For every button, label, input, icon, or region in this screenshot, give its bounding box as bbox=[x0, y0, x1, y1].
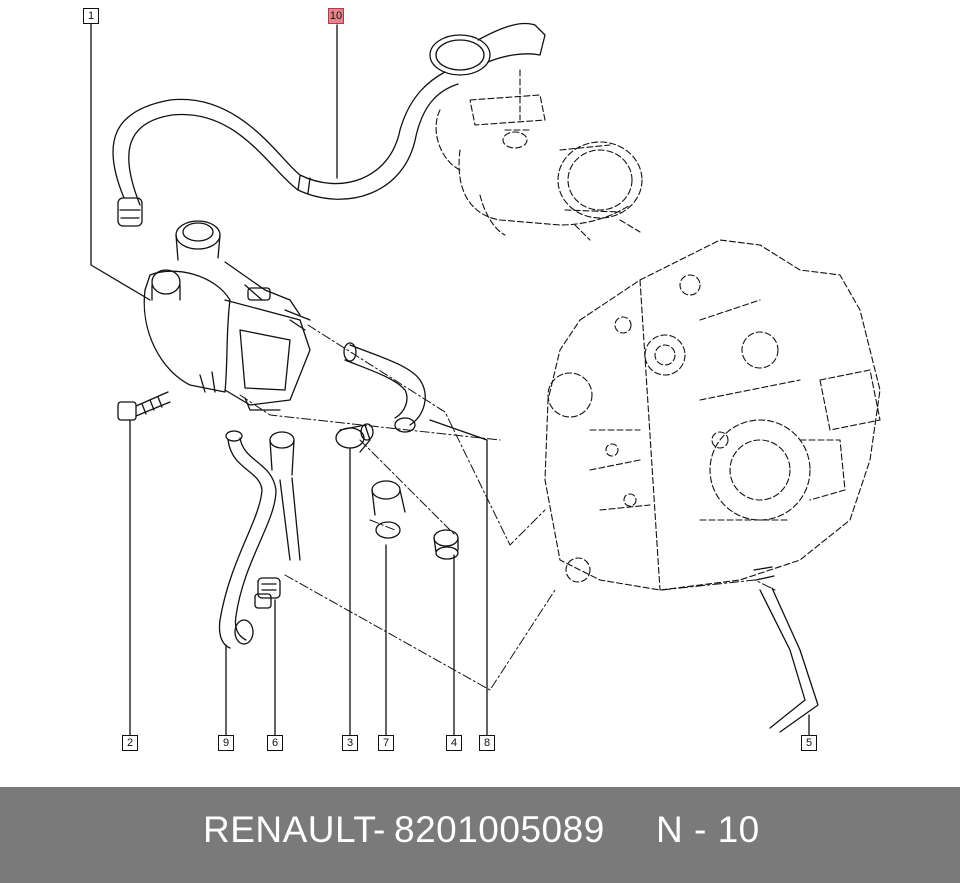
short-hose-8 bbox=[343, 342, 426, 433]
callout-2: 2 bbox=[122, 735, 138, 751]
clamp-7 bbox=[371, 480, 406, 539]
oil-separator-1 bbox=[143, 220, 311, 411]
callout-6: 6 bbox=[267, 735, 283, 751]
callout-4: 4 bbox=[446, 735, 462, 751]
exploded-view-drawing bbox=[90, 22, 881, 736]
assembly-line-d bbox=[661, 579, 776, 591]
callout-5: 5 bbox=[801, 735, 817, 751]
lower-hose-9 bbox=[218, 430, 301, 649]
cap-4 bbox=[433, 529, 459, 560]
callout-10: 10 bbox=[328, 8, 344, 24]
brand-name: RENAULT bbox=[203, 809, 377, 850]
assembly-line-c bbox=[284, 574, 556, 691]
callout-1: 1 bbox=[83, 8, 99, 24]
dipstick-tube-5 bbox=[753, 566, 819, 733]
leader-lines bbox=[90, 23, 810, 736]
fitting-6 bbox=[254, 577, 281, 609]
callout-9: 9 bbox=[218, 735, 234, 751]
assembly-line-b bbox=[239, 394, 501, 441]
callout-3: 3 bbox=[342, 735, 358, 751]
assembly-line-e bbox=[359, 439, 456, 536]
engine-block bbox=[544, 239, 881, 591]
breather-hose-10 bbox=[112, 22, 546, 227]
parts-diagram: 1 10 2 9 6 3 7 4 8 5 bbox=[83, 8, 881, 751]
assembly-lines bbox=[239, 324, 776, 691]
leader-8 bbox=[429, 419, 488, 736]
assembly-line-a bbox=[307, 324, 546, 546]
part-number: 8201005089 bbox=[394, 809, 605, 850]
elbow-connector-3 bbox=[335, 423, 374, 453]
assembly-line-f bbox=[369, 519, 396, 531]
callout-7: 7 bbox=[378, 735, 394, 751]
footer-bar: RENAULT - 8201005089 N - 10 bbox=[0, 787, 960, 883]
intake-assembly bbox=[435, 69, 643, 241]
bolt-2 bbox=[117, 391, 171, 421]
page-reference: N - 10 bbox=[656, 809, 760, 850]
leader-1 bbox=[90, 23, 151, 301]
callout-8: 8 bbox=[479, 735, 495, 751]
separator: - bbox=[373, 809, 386, 850]
